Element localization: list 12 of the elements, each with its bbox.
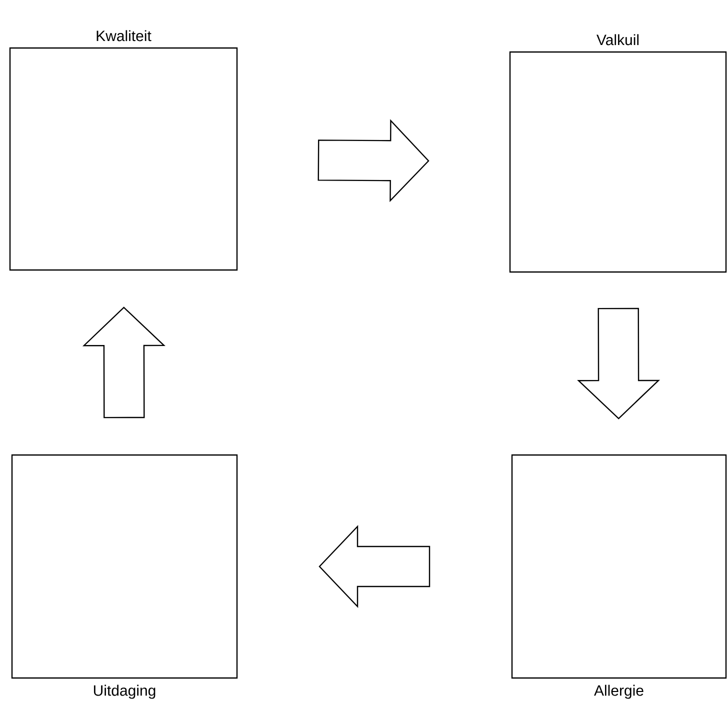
node-label: Uitdaging (94, 684, 156, 699)
node-label: Valkuil (596, 34, 639, 46)
node-label: Kwaliteit (96, 30, 152, 42)
block-arrow (318, 119, 430, 202)
box: Allergie (511, 454, 727, 699)
node-label: Allergie (594, 684, 644, 699)
box: Kwaliteit (9, 30, 238, 271)
block-arrow (318, 525, 430, 608)
box: Uitdaging (11, 454, 238, 699)
box: Valkuil (509, 34, 727, 273)
block-arrow (577, 308, 660, 420)
block-arrow (82, 306, 166, 418)
